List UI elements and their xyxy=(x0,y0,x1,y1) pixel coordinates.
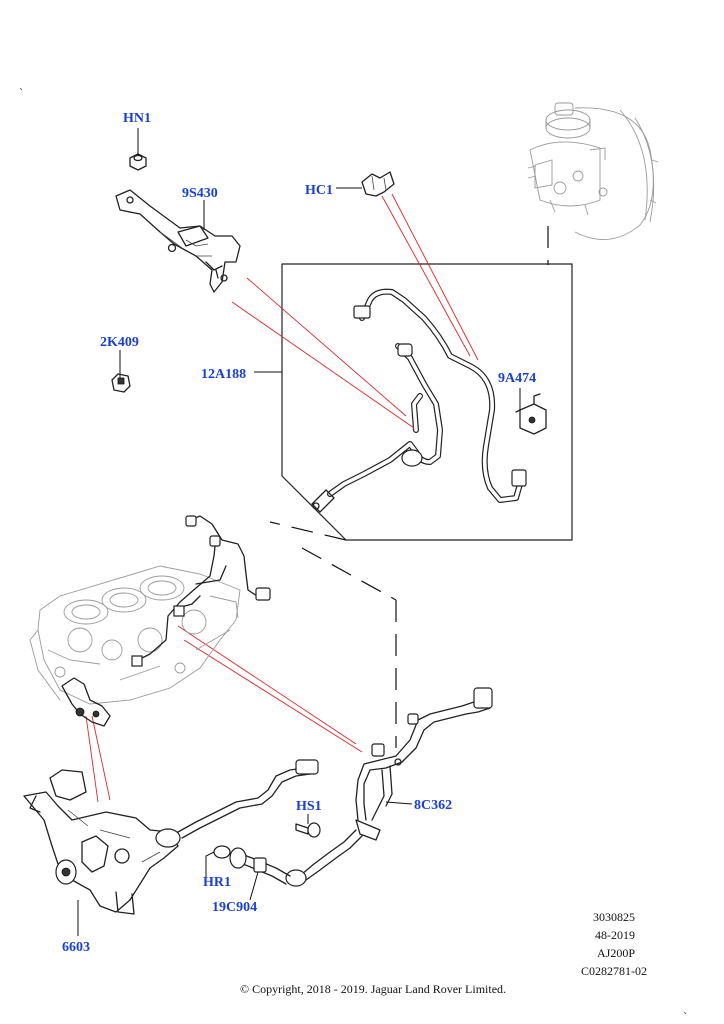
reference-line-2: 48-2019 xyxy=(595,928,635,942)
brake-booster-illustration xyxy=(527,102,659,240)
engine-wiring-harness-illustration xyxy=(61,515,271,727)
label-12a188: 12A188 xyxy=(201,367,246,382)
leader-lines xyxy=(77,128,521,936)
reference-line-4: C0282781-02 xyxy=(581,964,647,978)
corner-mark-top-left xyxy=(19,87,23,91)
label-6603: 6603 xyxy=(62,940,90,955)
label-9a474: 9A474 xyxy=(498,371,536,386)
sensor-9a474-illustration xyxy=(515,393,547,435)
harness-8c362-illustration xyxy=(355,687,493,841)
label-9s430: 9S430 xyxy=(182,186,218,201)
engine-block-illustration xyxy=(29,565,241,705)
label-hc1: HC1 xyxy=(305,183,333,198)
screw-hs1-illustration xyxy=(295,822,321,838)
label-19c904: 19C904 xyxy=(212,900,257,915)
clip-hc1-illustration xyxy=(361,171,395,197)
label-8c362: 8C362 xyxy=(414,798,452,813)
sensor-19c904-illustration xyxy=(229,847,291,885)
callout-lines xyxy=(85,193,479,803)
nut-hn1-illustration xyxy=(129,153,147,171)
label-hr1: HR1 xyxy=(203,875,231,890)
clip-2k409-illustration xyxy=(111,373,131,393)
dashed-link-frame xyxy=(269,521,397,748)
label-hs1: HS1 xyxy=(296,799,322,814)
sensor-cable-illustration xyxy=(177,759,363,887)
copyright-notice: © Copyright, 2018 - 2019. Jaguar Land Ro… xyxy=(240,982,506,996)
ring-hr1-illustration xyxy=(213,845,231,859)
corner-mark-bottom-right xyxy=(683,1011,687,1015)
frame-12a188 xyxy=(281,263,573,541)
knuckle-6603-illustration xyxy=(23,769,181,915)
reference-line-3: AJ200P xyxy=(597,946,635,960)
reference-line-1: 3030825 xyxy=(593,910,635,924)
label-2k409: 2K409 xyxy=(100,335,139,350)
label-hn1: HN1 xyxy=(123,111,151,126)
vacuum-hose-12a188 xyxy=(311,288,527,513)
bracket-9s430-illustration xyxy=(115,189,241,293)
